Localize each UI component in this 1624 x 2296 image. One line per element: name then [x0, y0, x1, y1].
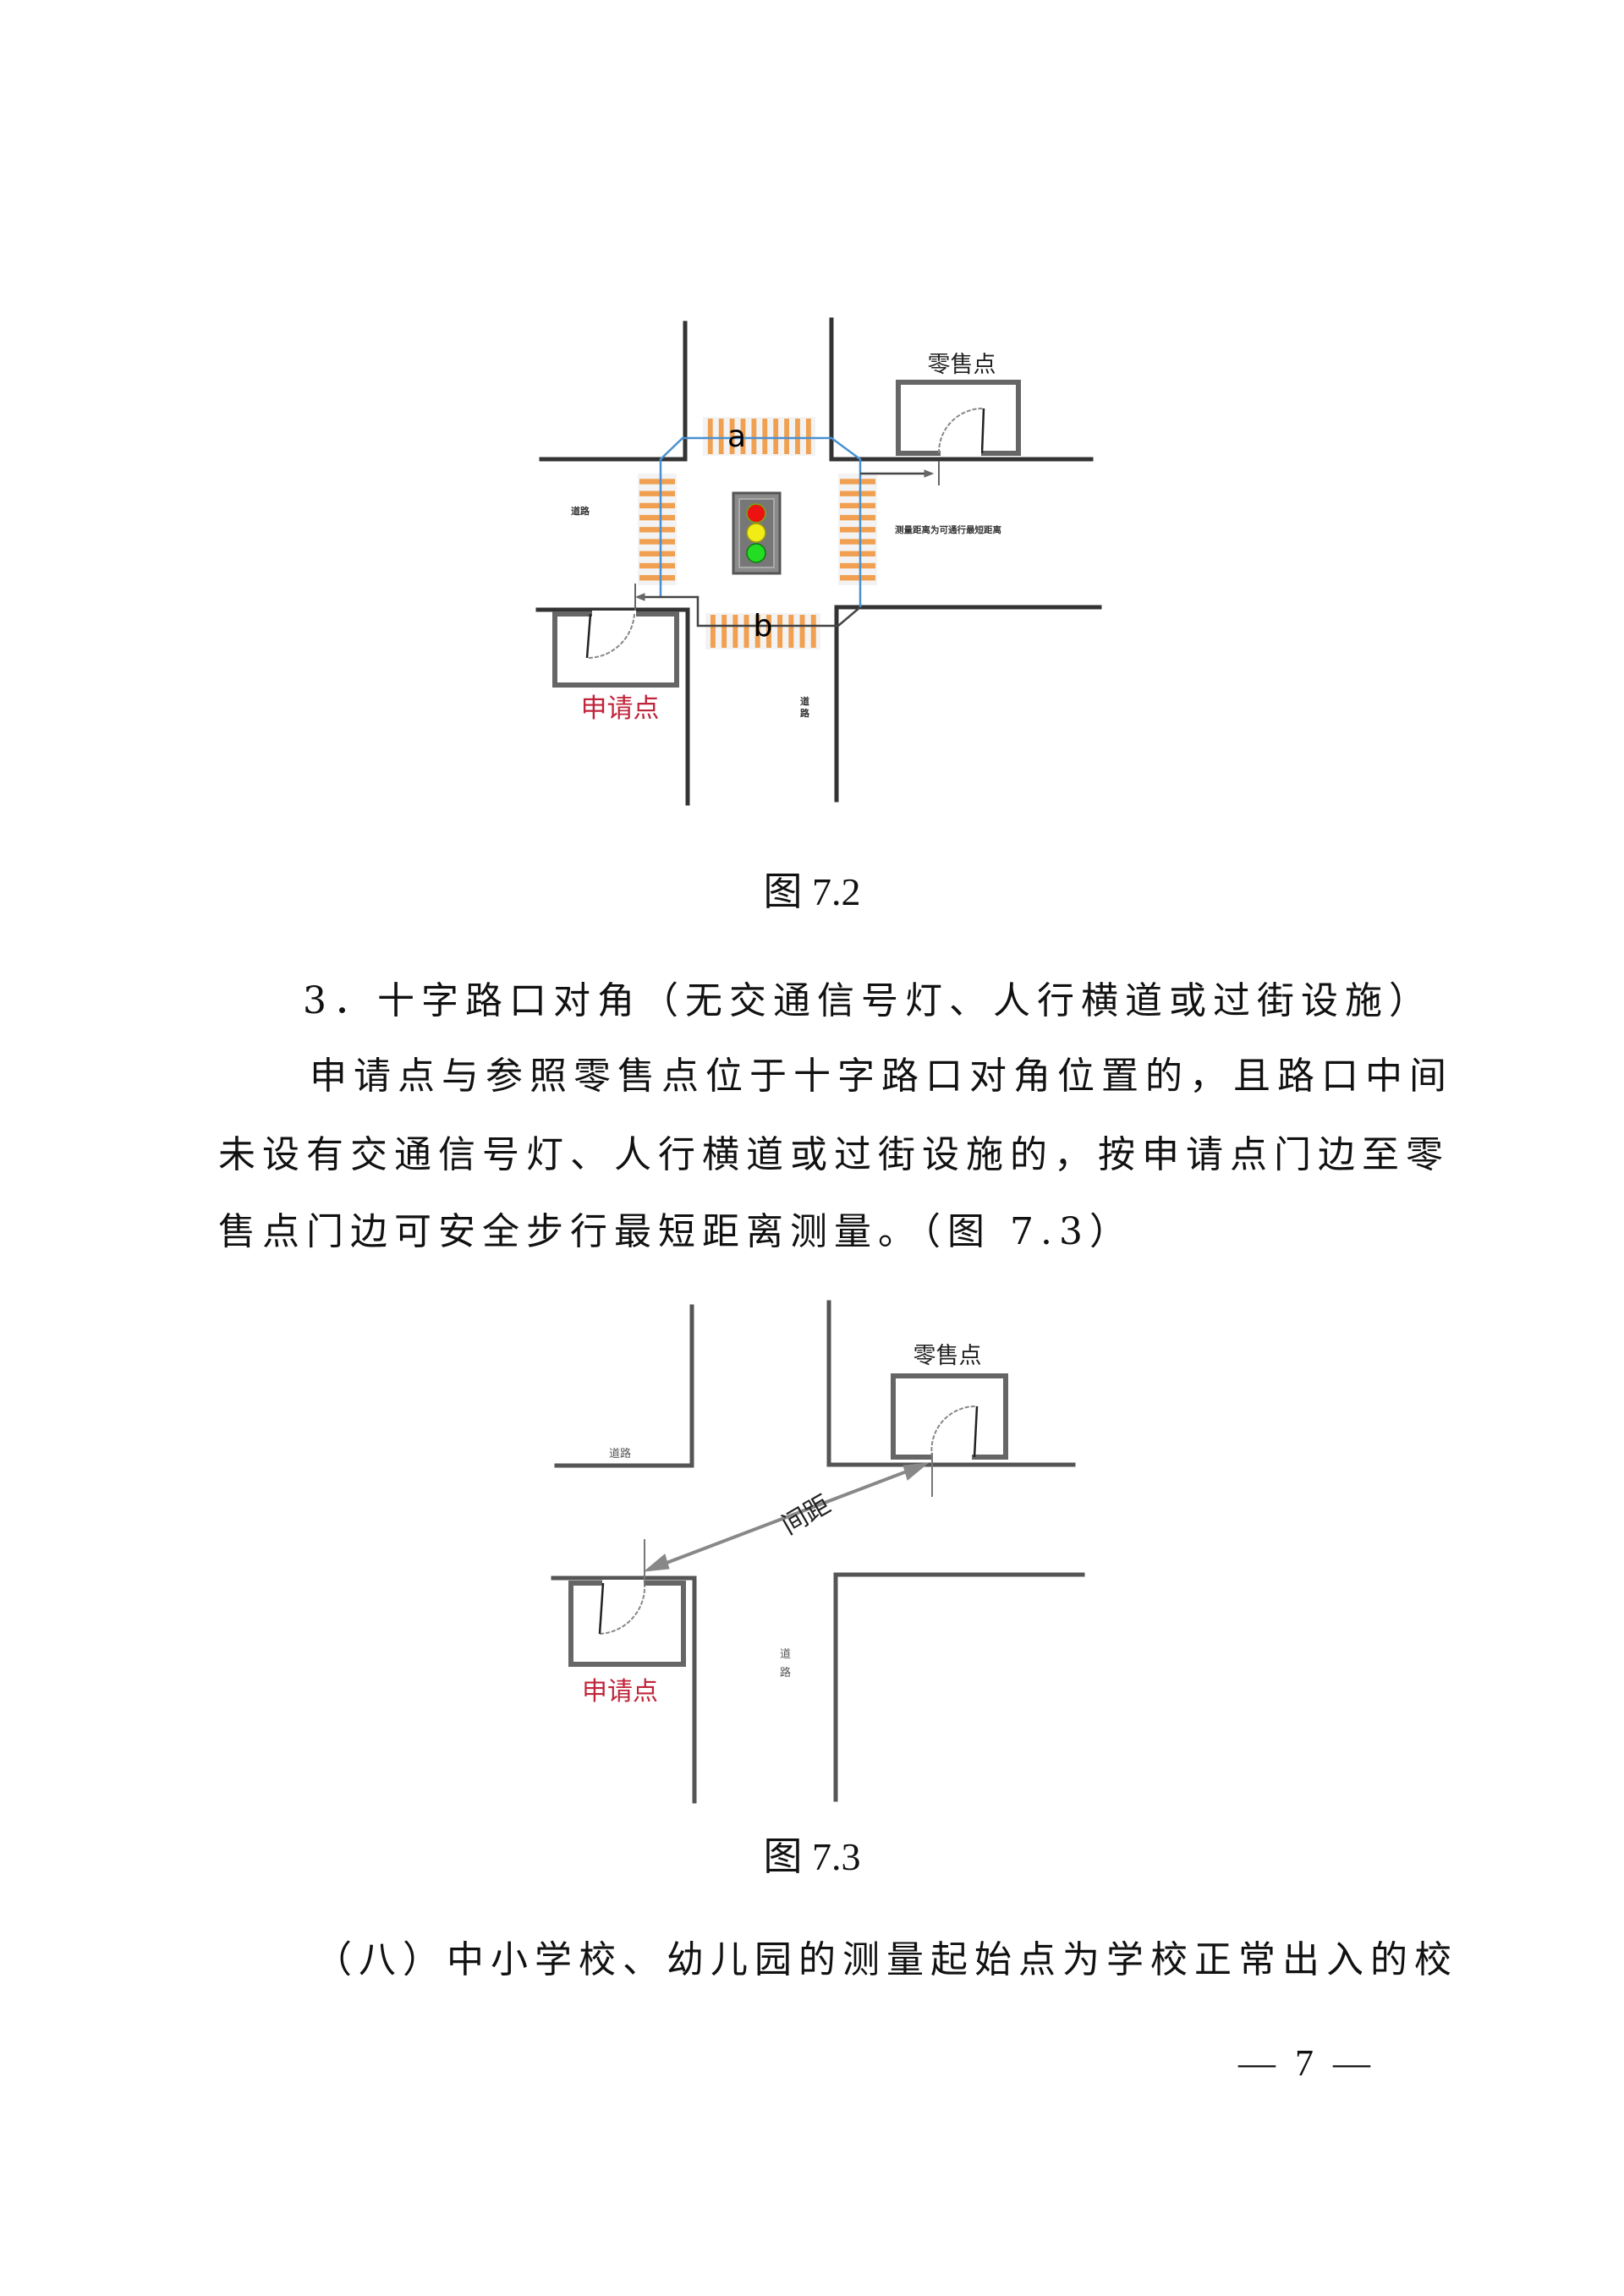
road-label-left: 道路 — [609, 1447, 631, 1460]
road-edge-top-right — [826, 1300, 1076, 1467]
road-edge-top-right — [829, 317, 1094, 462]
crosswalk-stripe — [639, 490, 675, 496]
crosswalk-stripe — [840, 551, 875, 556]
applicant-building — [568, 1580, 686, 1667]
retail-label: 零售点 — [928, 352, 996, 378]
crosswalk-b — [705, 613, 820, 649]
crosswalk-base — [638, 474, 677, 585]
crosswalk-stripe — [639, 514, 675, 521]
red-light — [746, 503, 766, 523]
crosswalk-a — [703, 417, 815, 456]
crosswalk-stripe — [639, 551, 675, 556]
road-edge-top-left — [539, 321, 688, 462]
paragraph-line-2: 未设有交通信号灯、人行横道或过街设施的，按申请点门边至零 — [218, 1133, 1450, 1176]
crosswalk-a-label: a — [727, 419, 746, 454]
crosswalk-stripe — [740, 419, 746, 454]
road-edge-bottom-right — [833, 1572, 1085, 1802]
crosswalk-stripe — [805, 419, 811, 454]
crosswalk-b-label: b — [754, 609, 773, 644]
crosswalk-stripe — [751, 419, 757, 454]
crosswalk-base — [705, 613, 820, 649]
crosswalk-stripe — [799, 615, 805, 648]
crosswalk-stripe — [639, 575, 675, 581]
door-arc — [586, 613, 635, 660]
crosswalk-stripe — [721, 615, 727, 648]
crosswalk-stripe — [718, 419, 724, 454]
crosswalk-stripe — [639, 539, 675, 545]
crosswalk-stripe — [762, 419, 768, 454]
figure-7-3-caption: 图 7.3 — [763, 1835, 861, 1878]
crosswalk-stripe — [795, 419, 800, 454]
crosswalk-stripe — [840, 575, 875, 581]
paragraph-line-1: 申请点与参照零售点位于十字路口对角位置的，且路口中间 — [310, 1055, 1453, 1098]
retail-building — [891, 1373, 1008, 1460]
distance-arrow — [643, 1453, 933, 1586]
traffic-light-icon — [732, 491, 782, 575]
section-3-heading: 3．十字路口对角（无交通信号灯、人行横道或过街设施） — [303, 979, 1433, 1022]
road-edge-top-left — [554, 1304, 694, 1468]
crosswalk-base — [838, 474, 877, 585]
figure-7-2-caption: 图 7.2 — [763, 870, 861, 913]
road-label-bottom-2: 路 — [780, 1666, 791, 1680]
road-edge-bottom-left — [551, 1575, 697, 1804]
road-edge-bottom-left — [535, 607, 690, 806]
crosswalk-stripe — [840, 562, 875, 569]
crosswalk-base — [703, 417, 815, 456]
door-arc — [599, 1582, 646, 1635]
crosswalk-right — [838, 474, 877, 585]
crosswalk-stripe — [777, 615, 783, 648]
crosswalk-stripe — [788, 615, 794, 648]
crosswalk-stripe — [754, 615, 760, 648]
measured-path-blue — [659, 436, 862, 607]
distance-label: 间距 — [777, 1490, 836, 1541]
retail-label: 零售点 — [914, 1343, 982, 1369]
retail-building — [896, 380, 1021, 456]
crosswalk-stripe — [840, 479, 875, 485]
crosswalk-stripe — [840, 514, 875, 521]
path-route-gray — [639, 472, 926, 627]
crosswalk-stripe — [710, 615, 716, 648]
road-edges — [551, 1300, 1085, 1804]
crosswalk-stripe — [810, 615, 816, 648]
applicant-label: 申请点 — [581, 693, 660, 724]
crosswalk-stripe — [639, 527, 675, 533]
door-leaf — [585, 613, 592, 659]
road-label-bottom-1: 道 — [800, 695, 809, 707]
crosswalk-stripe — [840, 527, 875, 533]
door-leaf — [598, 1582, 605, 1635]
crosswalk-stripe — [743, 615, 749, 648]
crosswalk-left — [638, 474, 677, 585]
applicant-label: 申请点 — [582, 1677, 658, 1707]
page-number: — 7 — — [1238, 2042, 1375, 2084]
road-label-left: 道路 — [571, 505, 590, 517]
road-edge-bottom-right — [834, 605, 1102, 803]
measurement-note: 测量距离为可通行最短距离 — [895, 524, 1001, 535]
crosswalk-stripe — [840, 502, 875, 509]
door-arc — [930, 1405, 978, 1458]
arrowheads — [634, 461, 940, 613]
crosswalk-stripe — [773, 419, 779, 454]
door-leaf — [980, 408, 985, 454]
crosswalk-stripe — [707, 419, 713, 454]
crosswalk-stripe — [765, 615, 771, 648]
applicant-building — [552, 611, 679, 688]
yellow-light — [746, 523, 766, 543]
paragraph-line-3: 售点门边可安全步行最短距离测量。（图 7.3） — [218, 1210, 1133, 1253]
door-arc — [937, 407, 985, 454]
road-label-bottom-2: 路 — [800, 707, 810, 719]
crosswalk-stripe — [840, 490, 875, 496]
road-label-bottom-1: 道 — [780, 1648, 791, 1661]
crosswalk-stripe — [784, 419, 789, 454]
crosswalk-stripe — [840, 539, 875, 545]
door-leaf — [973, 1406, 979, 1458]
crosswalk-stripe — [729, 419, 735, 454]
section-8-heading: （八）中小学校、幼儿园的测量起始点为学校正常出入的校 — [315, 1938, 1458, 1981]
crosswalk-stripe — [639, 562, 675, 569]
green-light — [746, 543, 766, 563]
crosswalk-stripe — [639, 502, 675, 509]
crosswalk-stripe — [732, 615, 738, 648]
road-edges — [535, 317, 1102, 806]
crosswalk-stripe — [639, 479, 675, 485]
